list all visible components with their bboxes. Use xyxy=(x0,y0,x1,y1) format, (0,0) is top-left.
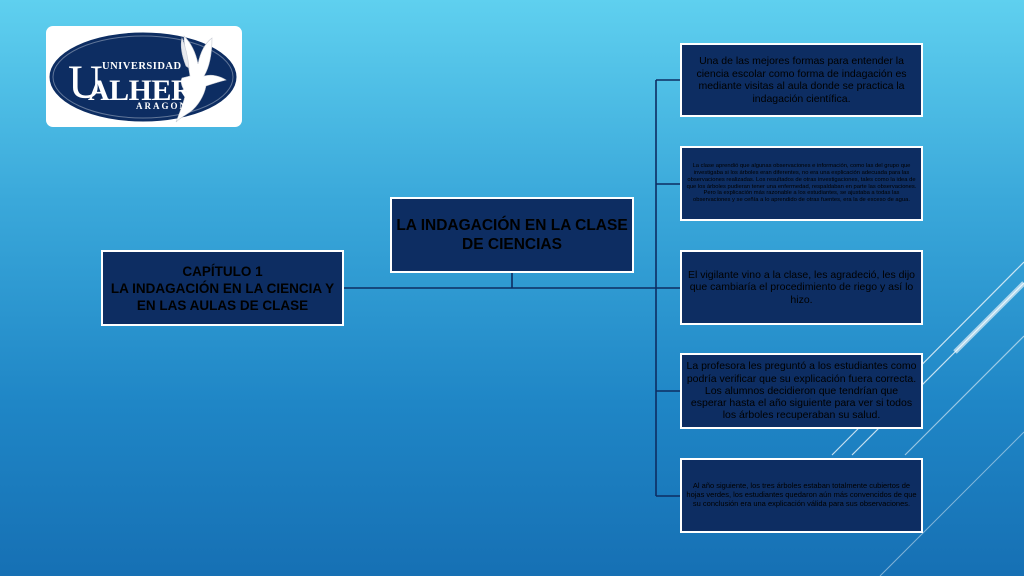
note-text-5: Al año siguiente, los tres árboles estab… xyxy=(686,481,917,508)
note-text-4: La profesora les preguntó a los estudian… xyxy=(686,360,917,422)
note-box-2: La clase aprendió que algunas observacio… xyxy=(680,146,923,221)
logo-top-text: UNIVERSIDAD xyxy=(102,61,182,72)
note-box-3: El vigilante vino a la clase, les agrade… xyxy=(680,250,923,325)
note-box-5: Al año siguiente, los tres árboles estab… xyxy=(680,458,923,533)
chapter-box: CAPÍTULO 1 LA INDAGACIÓN EN LA CIENCIA Y… xyxy=(101,250,344,326)
central-topic-box: LA INDAGACIÓN EN LA CLASE DE CIENCIAS xyxy=(390,197,634,273)
university-logo: UNIVERSIDAD U ALHER ARAGON xyxy=(46,26,242,127)
logo-bottom-text: ARAGON xyxy=(136,101,188,111)
note-text-2: La clase aprendió que algunas observacio… xyxy=(686,163,917,204)
central-topic-title: LA INDAGACIÓN EN LA CLASE DE CIENCIAS xyxy=(396,217,628,253)
dove-icon xyxy=(175,35,227,123)
chapter-title: CAPÍTULO 1 xyxy=(182,263,263,279)
chapter-subtitle: LA INDAGACIÓN EN LA CIENCIA Y EN LAS AUL… xyxy=(110,280,335,313)
note-text-3: El vigilante vino a la clase, les agrade… xyxy=(687,268,916,306)
note-text-1: Una de las mejores formas para entender … xyxy=(696,55,907,105)
logo-letter-u: U xyxy=(68,56,103,109)
note-box-1: Una de las mejores formas para entender … xyxy=(680,43,923,117)
logo-main-text: ALHER xyxy=(88,74,193,107)
note-box-4: La profesora les preguntó a los estudian… xyxy=(680,353,923,429)
